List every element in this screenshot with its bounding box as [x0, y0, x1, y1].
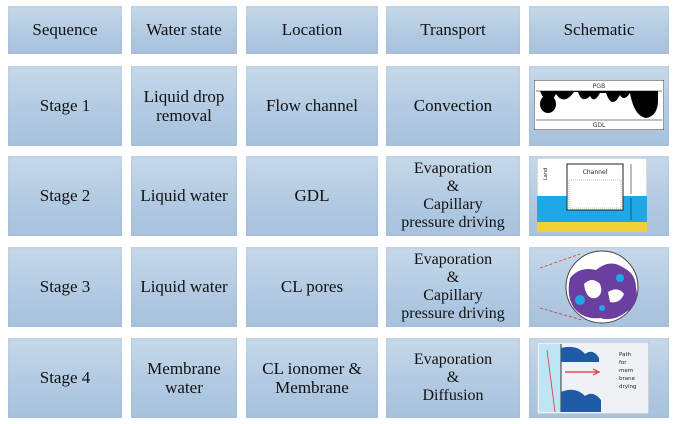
row2-transport: Evaporation & Capillary pressure driving: [386, 156, 520, 236]
header-schematic: Schematic: [529, 6, 669, 54]
cl-pore-zoom-schematic-icon: [540, 248, 650, 326]
pgb-label: PGB: [593, 83, 605, 90]
membrane-drying-schematic-icon: Path for mem brane drying: [537, 342, 649, 414]
gdl-label: GDL: [593, 122, 606, 129]
channel-gdl-schematic-icon: Channel Land: [537, 158, 647, 232]
header-water-state: Water state: [131, 6, 237, 54]
membrane-drying-label: Path for mem brane drying: [619, 352, 637, 390]
row2-location: GDL: [246, 156, 378, 236]
row2-sequence: Stage 2: [8, 156, 122, 236]
channel-label: Channel: [583, 169, 608, 176]
row4-transport: Evaporation & Diffusion: [386, 338, 520, 418]
droplet-channel-schematic-icon: PGB GDL: [534, 80, 664, 130]
row4-sequence: Stage 4: [8, 338, 122, 418]
header-sequence: Sequence: [8, 6, 122, 54]
row3-transport: Evaporation & Capillary pressure driving: [386, 247, 520, 327]
row2-water-state: Liquid water: [131, 156, 237, 236]
row1-water-state: Liquid drop removal: [131, 66, 237, 146]
row1-sequence: Stage 1: [8, 66, 122, 146]
land-label: Land: [543, 168, 549, 180]
row3-sequence: Stage 3: [8, 247, 122, 327]
row4-location: CL ionomer & Membrane: [246, 338, 378, 418]
header-transport: Transport: [386, 6, 520, 54]
row1-transport: Convection: [386, 66, 520, 146]
header-location: Location: [246, 6, 378, 54]
row3-water-state: Liquid water: [131, 247, 237, 327]
row4-water-state: Membrane water: [131, 338, 237, 418]
row1-location: Flow channel: [246, 66, 378, 146]
row3-location: CL pores: [246, 247, 378, 327]
